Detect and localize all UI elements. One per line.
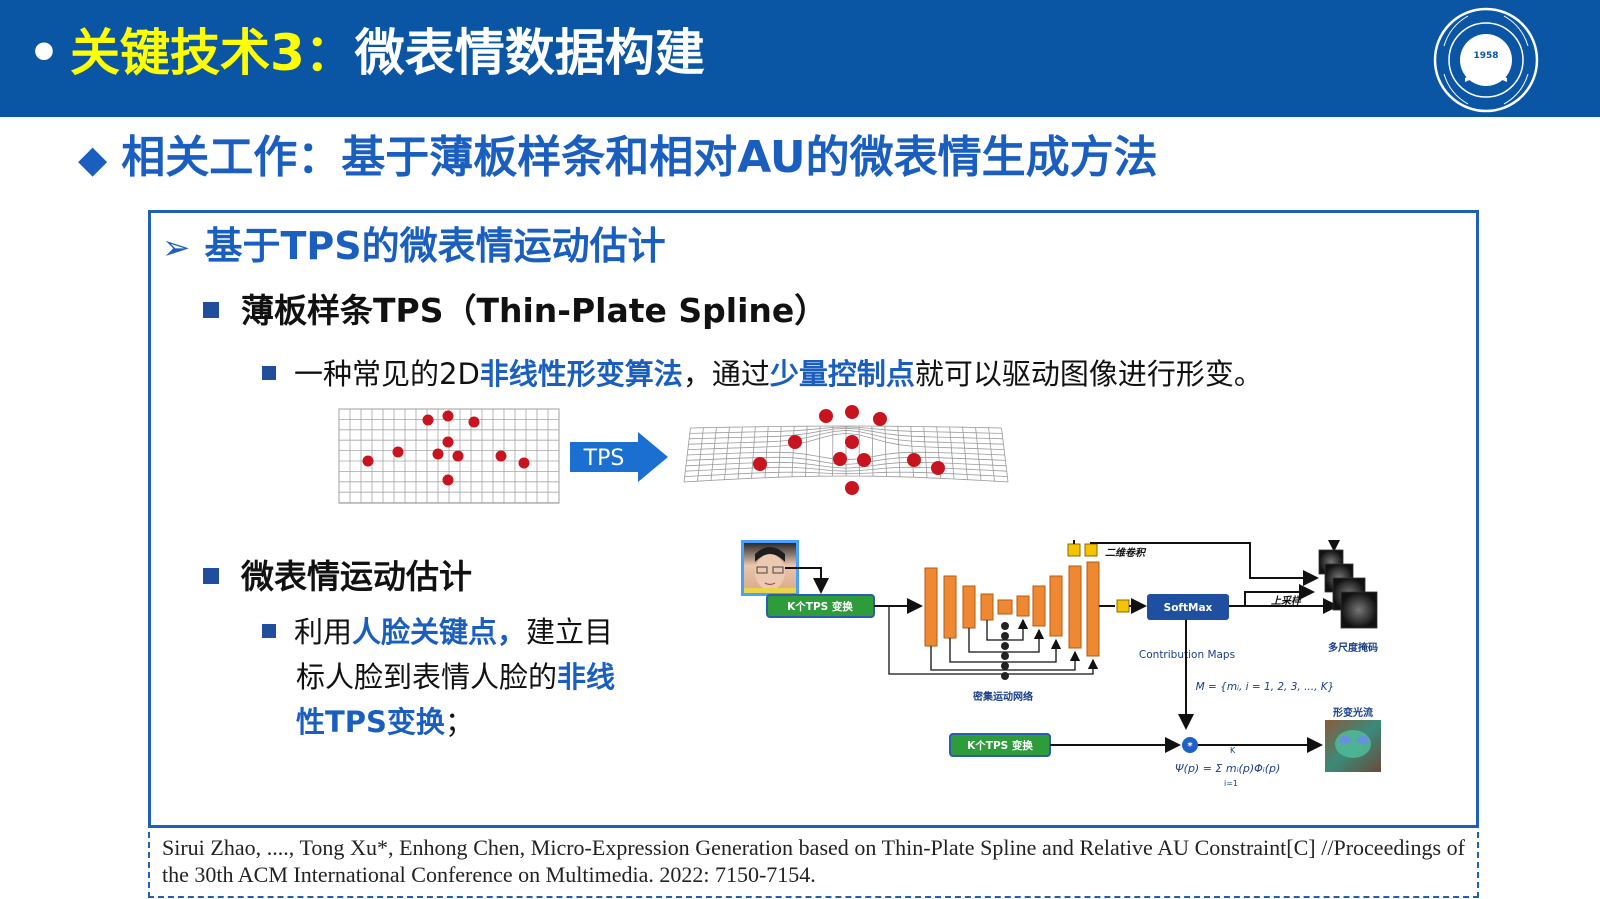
title-main: 微表情数据构建 <box>354 24 705 82</box>
control-point <box>468 416 480 428</box>
ktps-box-2-label: K个TPS 变换 <box>967 739 1033 752</box>
control-point <box>845 435 859 449</box>
tps-heading-text: 薄板样条TPS（Thin-Plate Spline） <box>241 291 828 330</box>
motion-desc-text: 利用 <box>294 615 353 649</box>
logo-year: 1958 <box>1473 51 1498 61</box>
motion-desc-line: 标人脸到表情人脸的非线 <box>262 655 642 700</box>
tps-arrow: TPS <box>570 432 668 482</box>
control-point <box>819 409 833 423</box>
title-highlight: 关键技术3： <box>69 24 355 82</box>
square-bullet-icon <box>203 301 219 318</box>
tps-desc-text: ，通过 <box>682 357 770 391</box>
control-point <box>845 405 859 419</box>
control-point <box>442 474 454 486</box>
control-point <box>495 450 507 462</box>
control-point <box>362 455 374 467</box>
sum-upper-limit: K <box>1230 746 1236 755</box>
network-diagram: K个TPS 变换 密集运动网络 二维卷积 SoftMax <box>741 540 1381 788</box>
section-heading: ➢ 基于TPS的微表情运动估计 <box>162 216 666 276</box>
control-point <box>857 453 871 467</box>
subtitle: ◆ 相关工作：基于薄板样条和相对AU的微表情生成方法 <box>78 128 1158 188</box>
slide-title: •关键技术3：微表情数据构建 <box>28 18 705 88</box>
tps-desc-highlight: 少量控制点 <box>769 357 915 391</box>
motion-description: 利用人脸关键点，建立目 标人脸到表情人脸的非线 性TPS变换； <box>262 610 642 745</box>
tps-desc-text: 就可以驱动图像进行形变。 <box>914 357 1263 391</box>
motion-heading-text: 微表情运动估计 <box>241 557 472 596</box>
tps-arrow-label: TPS <box>583 446 625 471</box>
square-bullet-icon <box>262 366 276 380</box>
control-point <box>518 457 530 469</box>
control-point <box>907 453 921 467</box>
tps-desc-highlight: 非线性形变算法 <box>479 357 683 391</box>
ktps-box-1-label: K个TPS 变换 <box>787 600 853 613</box>
control-point <box>392 446 404 458</box>
square-bullet-icon <box>262 624 276 638</box>
softmax-label: SoftMax <box>1164 602 1213 614</box>
section-arrow-icon: ➢ <box>162 228 191 268</box>
square-bullet-icon <box>203 567 219 584</box>
control-point <box>788 435 802 449</box>
control-point <box>753 457 767 471</box>
motion-desc-highlight: 人脸关键点， <box>352 615 527 649</box>
reference-box: Sirui Zhao, ...., Tong Xu*, Enhong Chen,… <box>148 832 1479 898</box>
warped-grid-illustration <box>683 405 1009 495</box>
motion-desc-line: 性TPS变换； <box>262 700 642 745</box>
control-point <box>442 410 454 422</box>
multiscale-mask-label: 多尺度掩码 <box>1328 641 1378 654</box>
conv2d-label: 二维卷积 <box>1105 547 1147 559</box>
motion-desc-text: 标人脸到表情人脸的 <box>296 660 558 694</box>
university-logo: 1958 <box>1433 7 1539 113</box>
control-point <box>845 481 859 495</box>
deform-flow-image <box>1325 720 1381 772</box>
tps-desc-text: 一种常见的2D <box>294 357 480 391</box>
multiply-symbol: * <box>1187 741 1193 752</box>
motion-desc-text: 建立目 <box>526 615 614 649</box>
dense-motion-label: 密集运动网络 <box>973 690 1033 703</box>
control-point <box>833 452 847 466</box>
subtitle-text: 相关工作：基于薄板样条和相对AU的微表情生成方法 <box>121 132 1158 183</box>
unet-blocks <box>924 561 1100 657</box>
regular-grid-illustration <box>338 408 560 504</box>
sum-lower-limit: i=1 <box>1224 779 1238 788</box>
tps-description: 一种常见的2D非线性形变算法，通过少量控制点就可以驱动图像进行形变。 <box>262 352 1263 396</box>
deform-flow-label: 形变光流 <box>1333 706 1373 719</box>
upsample-label: 上采样 <box>1271 595 1303 607</box>
reference-text: Sirui Zhao, ...., Tong Xu*, Enhong Chen,… <box>162 835 1465 887</box>
motion-desc-highlight: 性TPS变换 <box>296 705 445 739</box>
control-point <box>432 448 444 460</box>
multiscale-mask-stack <box>1318 549 1378 629</box>
control-point <box>873 412 887 426</box>
control-point <box>422 414 434 426</box>
control-point <box>931 461 945 475</box>
control-point <box>452 450 464 462</box>
title-bullet: • <box>28 24 60 82</box>
motion-desc-highlight: 非线 <box>557 660 616 694</box>
subtitle-diamond-icon: ◆ <box>78 137 108 181</box>
motion-heading: 微表情运动估计 <box>203 552 472 602</box>
tps-heading: 薄板样条TPS（Thin-Plate Spline） <box>203 286 827 336</box>
content-box <box>148 210 1479 828</box>
header-bar <box>0 0 1600 117</box>
psi-formula: Ψ(p) = Σ mᵢ(p)Φᵢ(p) <box>1175 762 1280 775</box>
m-formula: M = {mᵢ, i = 1, 2, 3, ..., K} <box>1196 681 1335 693</box>
section-heading-text: 基于TPS的微表情运动估计 <box>204 224 666 268</box>
motion-desc-text: ； <box>444 705 474 739</box>
control-point <box>442 436 454 448</box>
